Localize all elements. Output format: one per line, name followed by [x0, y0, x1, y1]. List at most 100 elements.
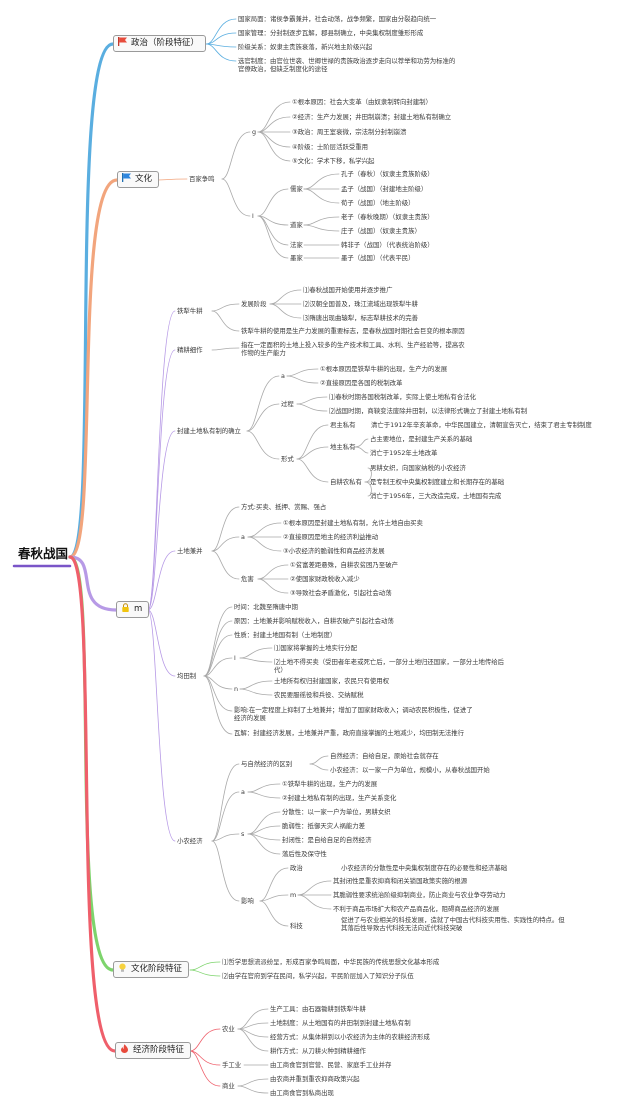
connector-line — [297, 894, 332, 910]
politics-item: 选官制度：由官位世袭、世卿世禄的贵族政治逐步走向以荐举和功劳为标准的官僚政治，但… — [238, 57, 456, 73]
xiaonong-tech-label: 科技 — [290, 922, 303, 930]
politics-topic[interactable]: 政治（阶段特征） — [113, 35, 207, 52]
juntian-time: 时间：北魏至隋唐中期 — [234, 603, 298, 611]
juntian-l-item: ⑵土地不得买卖（受田者年老或死亡后，一部分土地归还国家，一部分土地传给后代） — [274, 658, 505, 674]
connector-line — [257, 215, 289, 246]
jianbing-harm-label: 危害 — [241, 575, 254, 583]
feature-agri-item: 生产工具：由石器锄耕到铁犁牛耕 — [270, 1005, 366, 1013]
connector-line — [257, 131, 291, 162]
culture-reason: ③政治：周王室衰微，宗法制分封制崩溃 — [292, 128, 407, 136]
connector-line — [211, 840, 240, 902]
tudi-form-desc: 消亡于1956年，三大改造完成，土地国有完成 — [370, 492, 502, 500]
connector-line — [257, 564, 289, 580]
tieli-label: 铁犁牛耕 — [177, 307, 203, 315]
fire-icon — [120, 1044, 129, 1053]
tieli-stage: ⑴春秋战国开始使用并逐步推广 — [303, 286, 393, 294]
culture-reason: ①根本原因：社会大变革（由奴隶制转向封建制） — [292, 98, 432, 106]
xiaonong-s-item: 落后性及保守性 — [282, 850, 327, 858]
connector-line — [246, 375, 280, 432]
tudi-form-desc: 占主要地位，是封建生产关系的基础 — [370, 435, 473, 443]
connector-line — [237, 1085, 269, 1094]
xiaonong-a-label: a — [241, 788, 245, 796]
culture-topic[interactable]: 文化 — [117, 171, 160, 188]
economy-connector — [147, 609, 176, 677]
politics-item: 国家局面：诸侯争霸兼并，社会动荡，战争频繁，国家由分裂趋向统一 — [238, 15, 437, 23]
politics-connector — [205, 18, 237, 45]
school-name: 墨家 — [290, 254, 303, 262]
culture-schools-label: l — [252, 212, 254, 220]
connector-line — [247, 536, 282, 552]
connector-line — [269, 303, 302, 319]
connector-line — [364, 481, 372, 497]
xiaonong-politics-label: 政治 — [290, 864, 303, 872]
feature-trade-item: 由工商食官到私商出现 — [270, 1089, 334, 1097]
connector-line — [286, 375, 319, 384]
connector-line — [257, 578, 289, 594]
connector-line — [257, 215, 289, 226]
politics-title: 政治（阶段特征） — [131, 38, 200, 48]
connector-line — [211, 303, 240, 312]
connector-line — [211, 833, 240, 842]
feature-trade-label: 商业 — [222, 1082, 235, 1090]
jianbing-reason: ②直接原因是地主的经济利益推动 — [283, 533, 379, 541]
xiaonong-s-item: 分散性：以一家一户为单位，男耕女织 — [282, 808, 391, 816]
connector-line — [257, 116, 291, 133]
jianbing-reason: ③小农经济的脆弱性和商品经济发展 — [283, 547, 385, 555]
economy-connector — [147, 349, 176, 611]
jianbing-harm: ③导致社会矛盾激化，引起社会动荡 — [290, 589, 392, 597]
connector-line — [237, 1078, 269, 1087]
feature-economy-topic[interactable]: 经济阶段特征 — [115, 1042, 192, 1059]
connector-line — [239, 688, 273, 696]
xiaonong-s-item: 脆弱性：抵御天灾人祸能力差 — [282, 822, 366, 830]
school-person: 孟子（战国）（封建地主阶级） — [341, 185, 428, 193]
school-person: 墨子（战国）（代表平民） — [341, 254, 415, 262]
culture-reason: ④阶级：士阶层活跃受重用 — [292, 143, 369, 151]
tieli-note: 铁犁牛耕的使用是生产力发展的重要标志，是春秋战国时期社会巨变的根本原因 — [241, 327, 465, 335]
xiaonong-diff-label: 与自然经济的区别 — [241, 760, 293, 768]
jianbing-reason-label: a — [241, 533, 245, 541]
jinggeng-desc: 指在一定面积的土地上投入较多的生产技术和工具、水利、生产经验等，提高农作物的生产… — [241, 341, 465, 357]
tieli-stage: ⑵汉朝全国普及，珠江流域出现铁犁牛耕 — [303, 300, 419, 308]
feature-agri-item: 耕作方式：从刀耕火种到精耕细作 — [270, 1047, 366, 1055]
politics-item: 国家管理：分封制逐步瓦解，郡县制确立，中央集权制度雏形形成 — [238, 29, 424, 37]
feature-culture-item: ⑵由学在官府到学在民间，私学兴起，平民阶层加入了知识分子队伍 — [222, 972, 414, 980]
culture-title: 文化 — [135, 174, 153, 184]
feature-economy-title: 经济阶段特征 — [133, 1045, 185, 1055]
xiaonong-tech: 促进了与农业相关的科技发展，造就了中国古代科技实用性、实践性的特点。但其落后性导… — [341, 916, 565, 932]
feature-culture-connector — [189, 969, 221, 977]
xiaonong-m-item: 其封闭性是重农抑商和闭关锁国政策实施的根源 — [333, 877, 468, 885]
culture-reason-label: g — [252, 128, 257, 136]
connector-line — [221, 131, 251, 180]
connector-line — [211, 763, 240, 842]
connector-line — [247, 811, 281, 835]
feature-agri-item: 经营方式：从集体耕到以小农经济为主体的农耕经济形成 — [270, 1033, 430, 1041]
connector-line — [221, 178, 251, 217]
xiaonong-diff: 小农经济：以一家一户为单位，规模小，从春秋战国开始 — [330, 766, 490, 774]
connector-line — [246, 430, 280, 460]
xiaonong-politics: 小农经济的分散性是中央集权制度存在的必要性和经济基础 — [341, 864, 508, 872]
connector-line — [211, 506, 240, 552]
economy-topic[interactable]: m — [116, 601, 150, 618]
connector-line — [247, 833, 281, 841]
feature-culture-item: ⑴哲学思想流派纷呈，形成百家争鸣局面，中华民族的传统思想文化基本形成 — [222, 958, 440, 966]
feature-culture-topic[interactable]: 文化阶段特征 — [113, 961, 190, 978]
connector-line — [296, 458, 329, 483]
connector-line — [239, 657, 273, 663]
connector-line — [237, 1022, 269, 1030]
culture-branch: 百家争鸣 — [189, 175, 215, 183]
connector-line — [239, 647, 273, 659]
tudi-form-name: 地主私有 — [330, 443, 356, 451]
tudi-label: 封建土地私有制的确立 — [177, 427, 241, 435]
economy-connector — [147, 430, 176, 611]
connector-line — [309, 755, 329, 765]
connector-line — [303, 224, 340, 232]
connector-line — [303, 188, 340, 204]
connector-line — [203, 634, 233, 677]
jianbing-harm: ②使国家财政税收入减少 — [290, 575, 360, 583]
connector-line — [239, 680, 273, 690]
connector-line — [257, 215, 289, 259]
connector-line — [296, 424, 329, 460]
juntian-n-item: 农民要服徭役和兵役、交纳赋税 — [274, 691, 364, 699]
xiaonong-s-item: 封闭性：是自给自足的自然经济 — [282, 836, 372, 844]
connector-line — [296, 396, 328, 405]
